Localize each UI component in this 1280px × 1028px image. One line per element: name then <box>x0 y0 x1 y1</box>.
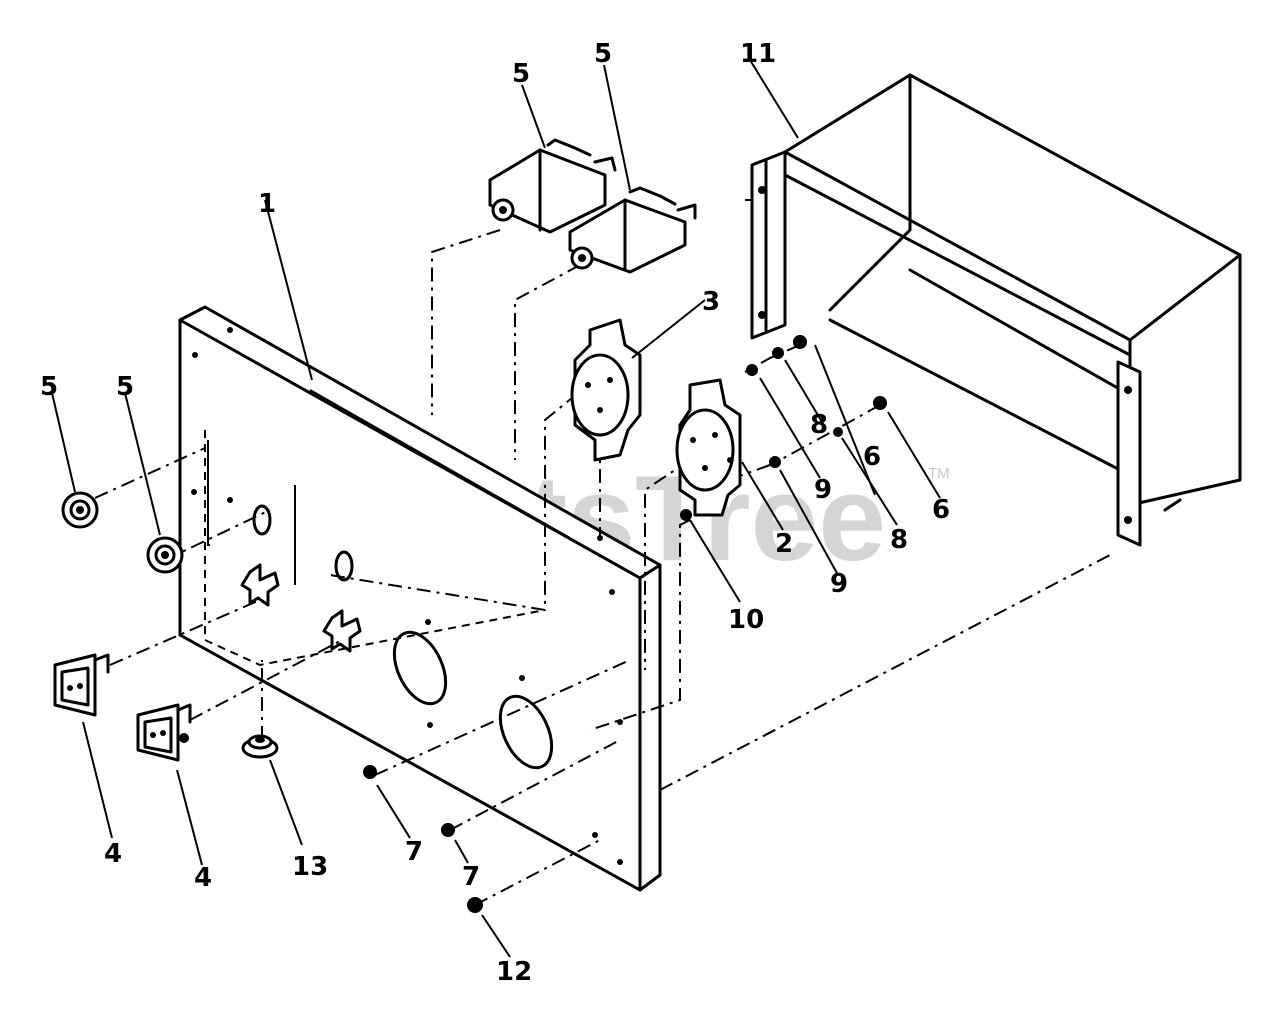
callout-8-a: 8 <box>810 410 828 440</box>
callout-5-b: 5 <box>594 39 612 69</box>
part-3-receptacle <box>570 318 642 462</box>
part-7-screw-a <box>363 765 377 779</box>
callout-5-d: 5 <box>116 372 134 402</box>
leader-lines <box>51 59 941 958</box>
watermark-trademark: TM <box>928 465 950 482</box>
callout-5-c: 5 <box>40 372 58 402</box>
callout-9-b: 9 <box>830 569 848 599</box>
callout-7-a: 7 <box>405 837 423 867</box>
callout-1: 1 <box>258 189 276 219</box>
part-7-screw-b <box>441 823 455 837</box>
part-4-outlet-b <box>136 703 192 762</box>
part-2-receptacle <box>675 378 742 517</box>
part-9-lockwasher-a <box>746 364 758 376</box>
callout-6-b: 6 <box>932 495 950 525</box>
callout-13: 13 <box>292 852 328 882</box>
callout-7-b: 7 <box>462 862 480 892</box>
callout-12: 12 <box>496 957 532 987</box>
callout-4-b: 4 <box>194 863 212 893</box>
part-6-nut-a <box>793 335 807 349</box>
callout-5-a: 5 <box>512 59 530 89</box>
part-6-nut-b <box>873 396 887 410</box>
callout-3: 3 <box>702 287 720 317</box>
callout-11: 11 <box>740 39 776 69</box>
part-5-nut-left-b <box>146 536 184 574</box>
callout-8-b: 8 <box>890 525 908 555</box>
part-12-screw <box>467 897 483 913</box>
callout-6-a: 6 <box>863 442 881 472</box>
callout-4-a: 4 <box>104 839 122 869</box>
part-8-washer-a <box>772 347 784 359</box>
callout-10: 10 <box>728 605 764 635</box>
part-5-breaker-top-a <box>488 138 617 234</box>
part-10-screw <box>680 509 692 521</box>
part-11-housing <box>750 73 1242 547</box>
part-9-lockwasher-b <box>769 456 781 468</box>
part-4-outlet-a <box>53 653 110 717</box>
part-1-panel <box>178 305 662 892</box>
part-13-grommet <box>241 734 279 759</box>
callout-labels: 1 2 3 4 4 5 5 5 5 6 6 7 7 8 8 9 9 10 11 … <box>40 39 950 987</box>
part-5-nut-left-a <box>61 491 99 529</box>
callout-9-a: 9 <box>814 475 832 505</box>
part-5-breaker-top-b <box>568 186 697 274</box>
callout-2: 2 <box>775 529 793 559</box>
part-8-washer-b <box>833 427 843 437</box>
